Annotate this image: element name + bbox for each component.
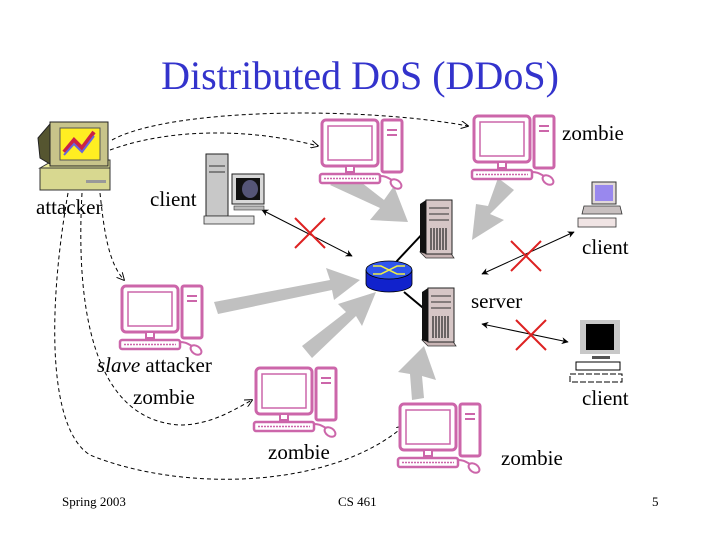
zombie-computer-icon: [470, 114, 557, 189]
flood-arrows: [214, 172, 514, 400]
flood-arrow-zombie1: [330, 172, 408, 222]
slave-rest: attacker: [140, 353, 212, 377]
client-right-bottom-label: client: [582, 386, 629, 410]
attacker-label: attacker: [36, 195, 103, 219]
flood-arrow-zombie2: [472, 178, 514, 240]
client-computer-icon: [577, 181, 623, 228]
slave-italic: slave: [97, 353, 141, 377]
zombie-computer-icon: [252, 366, 339, 441]
slave-zombie-label: zombie: [133, 385, 195, 409]
blocked-x-icon: [294, 217, 326, 249]
client-computer-icon: [569, 320, 623, 383]
blocked-x-icon: [510, 240, 542, 272]
slave-zombie-computer-icon: [118, 284, 205, 359]
cmd-line-zombie1: [109, 132, 318, 151]
flood-arrow-slave: [214, 268, 360, 314]
server-icon: [419, 199, 455, 259]
client-right-top-label: client: [582, 235, 629, 259]
zombie-computer-icon: [318, 118, 405, 193]
client-links: [261, 209, 575, 345]
cmd-line-zombie3: [80, 192, 252, 426]
flood-arrow-zombie4: [398, 346, 436, 400]
footer-page-number: 5: [652, 494, 659, 509]
cmd-line-zombie2: [111, 112, 468, 141]
zombie-computer-icon: [396, 402, 483, 477]
client1-link: [261, 209, 353, 257]
server-icon: [421, 287, 457, 347]
footer-date: Spring 2003: [62, 494, 126, 509]
blocked-marks: [294, 217, 547, 351]
blocked-x-icon: [515, 319, 547, 351]
flood-arrow-zombie3: [302, 292, 376, 358]
zombie-bottom-center-label: zombie: [268, 440, 330, 464]
server-label: server: [471, 289, 523, 313]
slide-title: Distributed DoS (DDoS): [161, 53, 559, 98]
footer-course: CS 461: [338, 494, 377, 509]
command-lines: [54, 112, 468, 480]
zombie-top-right-label: zombie: [562, 121, 624, 145]
router-icon: [365, 260, 413, 293]
client-left-label: client: [150, 187, 197, 211]
cmd-line-zombie4: [54, 192, 404, 480]
attacker-computer-icon: [37, 121, 111, 191]
zombie-bottom-right-label: zombie: [501, 446, 563, 470]
client3-link: [481, 321, 569, 345]
slave-attacker-label: slave attacker: [97, 355, 212, 376]
cmd-line-slave: [99, 192, 124, 280]
client-computer-icon: [203, 153, 265, 225]
